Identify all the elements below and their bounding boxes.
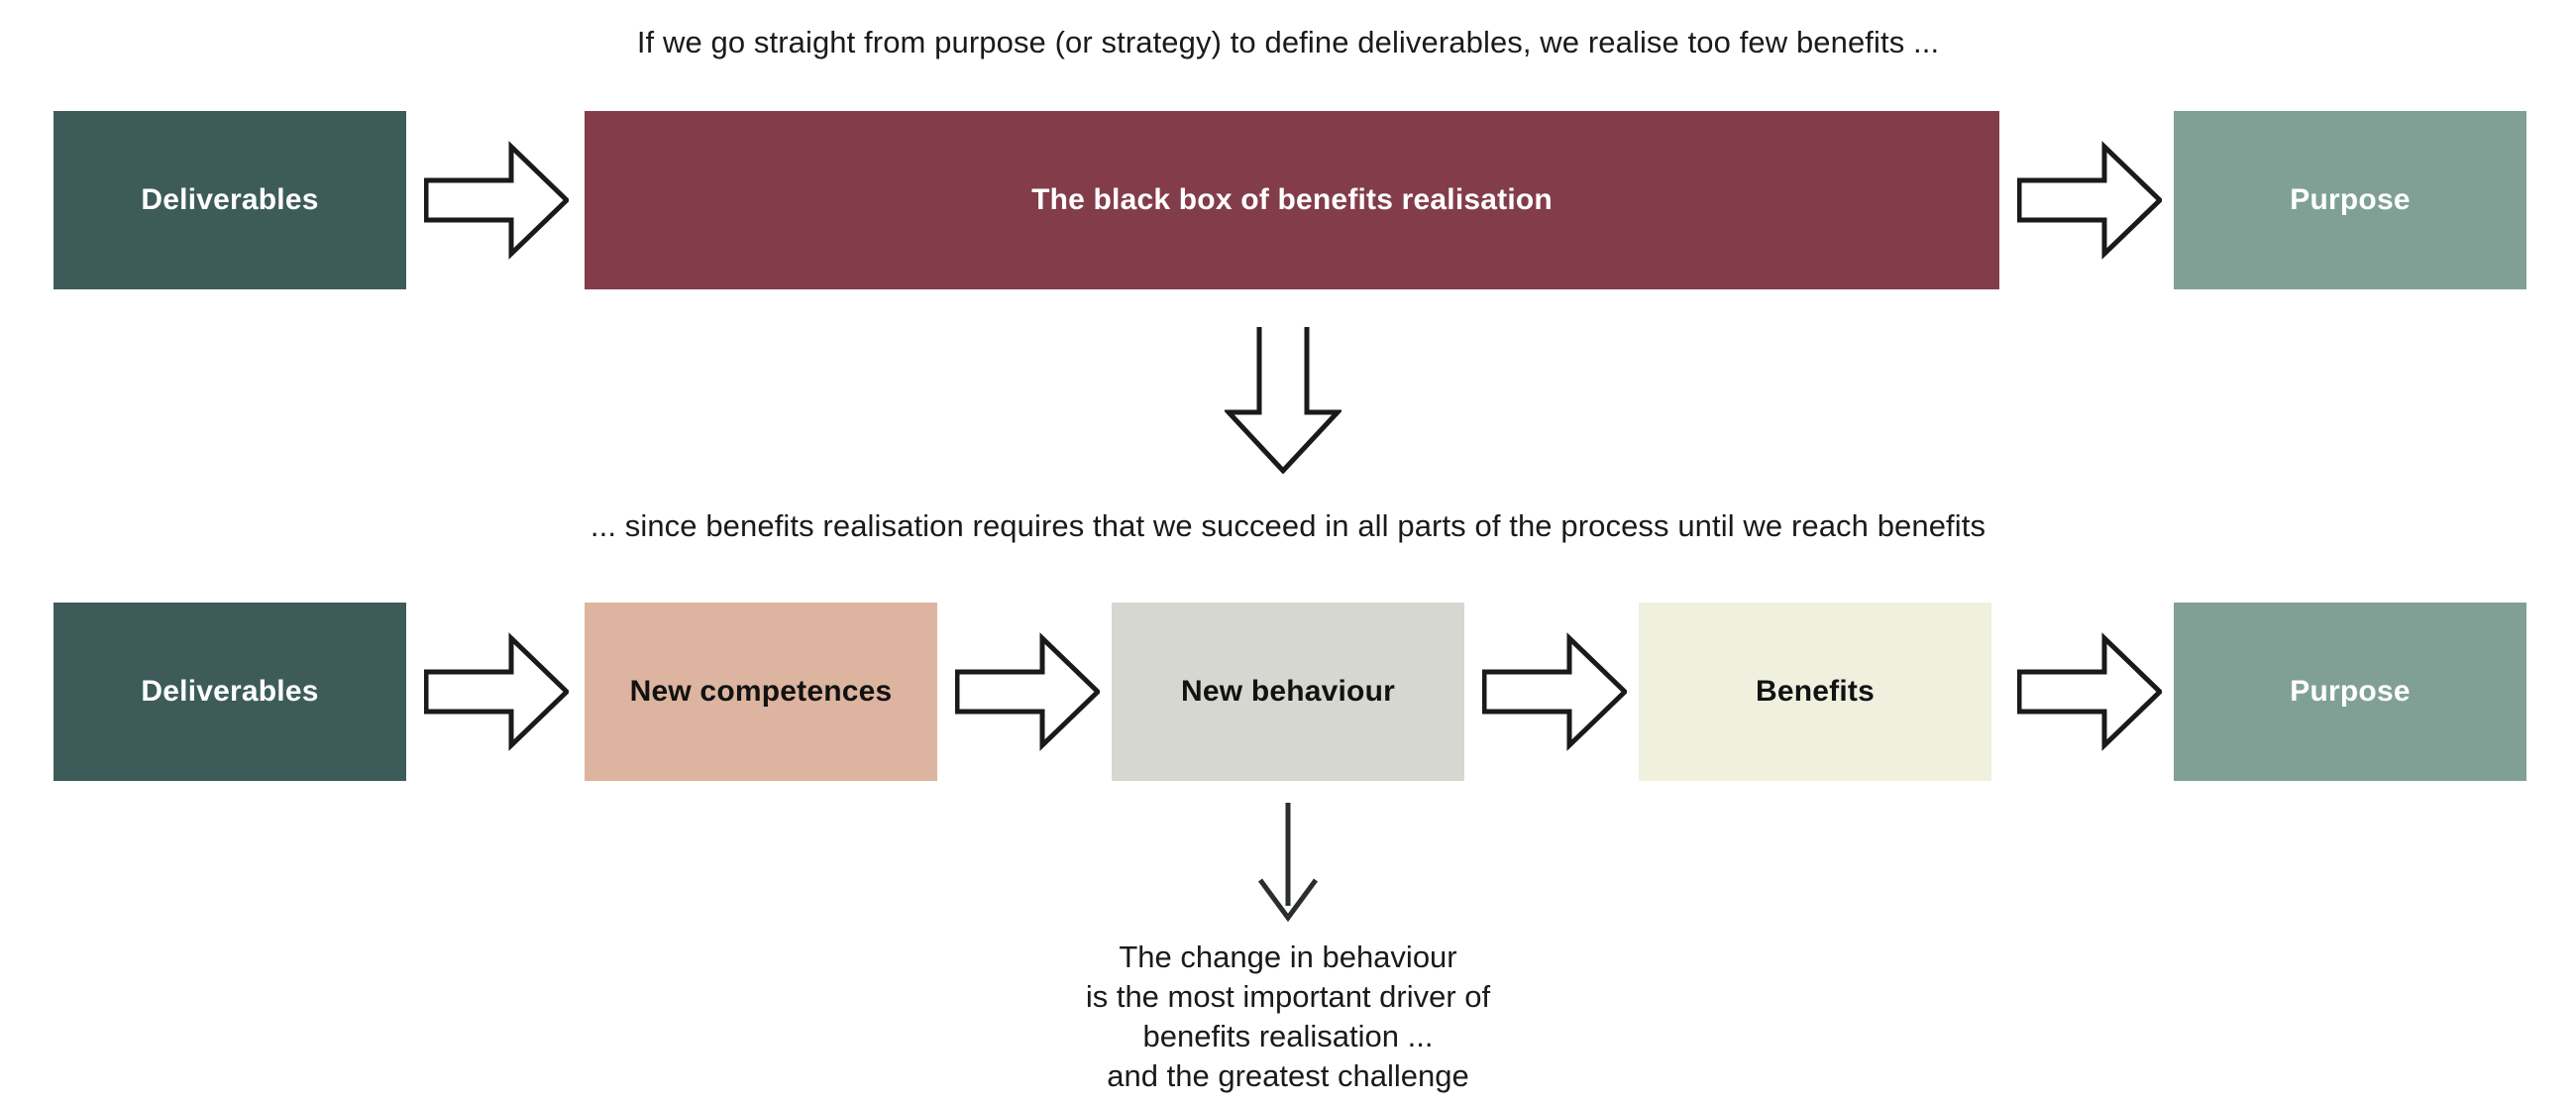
row2-box-benefits[interactable]: Benefits bbox=[1639, 603, 1991, 781]
row1-arrow-deliverables-to-blackbox bbox=[424, 141, 569, 260]
row1-box-purpose[interactable]: Purpose bbox=[2174, 111, 2526, 289]
row2-box-deliverables[interactable]: Deliverables bbox=[54, 603, 406, 781]
row1-box-black-box[interactable]: The black box of benefits realisation bbox=[585, 111, 1999, 289]
row2-arrow-competences-to-behaviour bbox=[955, 632, 1100, 751]
row2-box-new-behaviour-label: New behaviour bbox=[1181, 675, 1395, 708]
row1-box-black-box-label: The black box of benefits realisation bbox=[1031, 183, 1553, 216]
row2-arrow-deliverables-to-competences bbox=[424, 632, 569, 751]
annotation-behaviour-note: The change in behaviour is the most impo… bbox=[981, 938, 1595, 1096]
row2-box-purpose[interactable]: Purpose bbox=[2174, 603, 2526, 781]
row2-box-new-competences-label: New competences bbox=[629, 675, 893, 708]
row2-arrow-benefits-to-purpose bbox=[2017, 632, 2162, 751]
annotation-line-4: and the greatest challenge bbox=[1107, 1058, 1469, 1093]
row2-box-purpose-label: Purpose bbox=[2290, 675, 2411, 708]
row2-box-new-behaviour[interactable]: New behaviour bbox=[1112, 603, 1464, 781]
annotation-line-2: is the most important driver of bbox=[1085, 979, 1491, 1014]
annotation-line-1: The change in behaviour bbox=[1119, 940, 1457, 974]
arrow-behaviour-to-note-down bbox=[1238, 801, 1338, 924]
row1-box-deliverables-label: Deliverables bbox=[141, 183, 319, 216]
row2-box-deliverables-label: Deliverables bbox=[141, 675, 319, 708]
row1-box-deliverables[interactable]: Deliverables bbox=[54, 111, 406, 289]
arrow-row1-to-row2-down bbox=[1225, 327, 1342, 474]
annotation-line-3: benefits realisation ... bbox=[1142, 1019, 1434, 1053]
row2-box-new-competences[interactable]: New competences bbox=[585, 603, 937, 781]
row1-arrow-blackbox-to-purpose bbox=[2017, 141, 2162, 260]
caption-middle: ... since benefits realisation requires … bbox=[590, 508, 1986, 543]
row2-box-benefits-label: Benefits bbox=[1756, 675, 1875, 708]
row1-box-purpose-label: Purpose bbox=[2290, 183, 2411, 216]
row2-arrow-behaviour-to-benefits bbox=[1482, 632, 1627, 751]
caption-top: If we go straight from purpose (or strat… bbox=[636, 25, 1940, 59]
